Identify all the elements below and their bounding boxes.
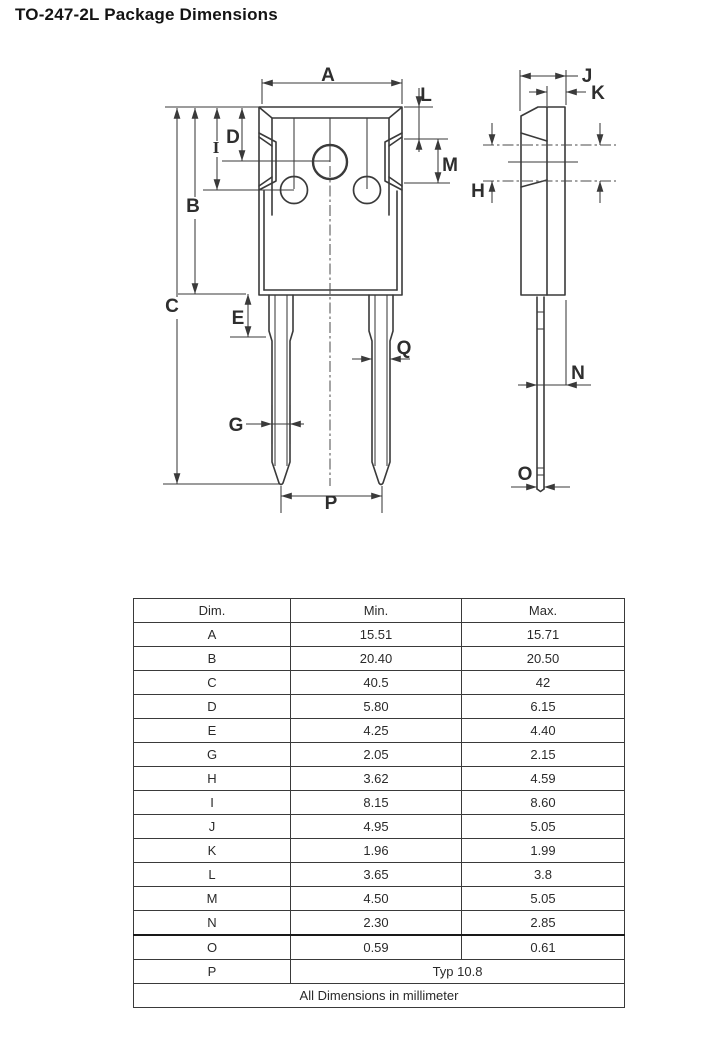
dim-label-e: E	[232, 308, 245, 329]
table-footer-row: All Dimensions in millimeter	[133, 983, 625, 1008]
dimension-lines	[163, 70, 604, 513]
dim-label-p: P	[325, 493, 338, 514]
package-drawing: A L D I B C M E Q G P J K H N O	[163, 65, 616, 514]
dim-label-l: L	[420, 85, 432, 106]
dim-label-g: G	[229, 415, 244, 436]
dim-label-m: M	[442, 155, 458, 176]
side-view	[483, 106, 616, 493]
dim-label-n: N	[571, 363, 585, 384]
dim-label-c: C	[165, 296, 179, 317]
dim-label-i: I	[213, 138, 220, 157]
dim-label-d: D	[226, 127, 240, 148]
col-header-dim: Dim.	[133, 598, 291, 623]
dim-label-q: Q	[397, 338, 412, 359]
dim-label-j: J	[582, 66, 593, 87]
page-title: TO-247-2L Package Dimensions	[15, 5, 278, 24]
dim-label-k: K	[591, 83, 605, 104]
table-header-row: Dim. Min. Max.	[133, 598, 625, 623]
col-header-max: Max.	[461, 598, 625, 623]
front-view	[258, 106, 403, 486]
dim-label-b: B	[186, 196, 200, 217]
dim-label-h: H	[471, 181, 485, 202]
col-header-min: Min.	[290, 598, 462, 623]
dim-label-a: A	[321, 65, 335, 86]
dim-label-o: O	[518, 464, 533, 485]
